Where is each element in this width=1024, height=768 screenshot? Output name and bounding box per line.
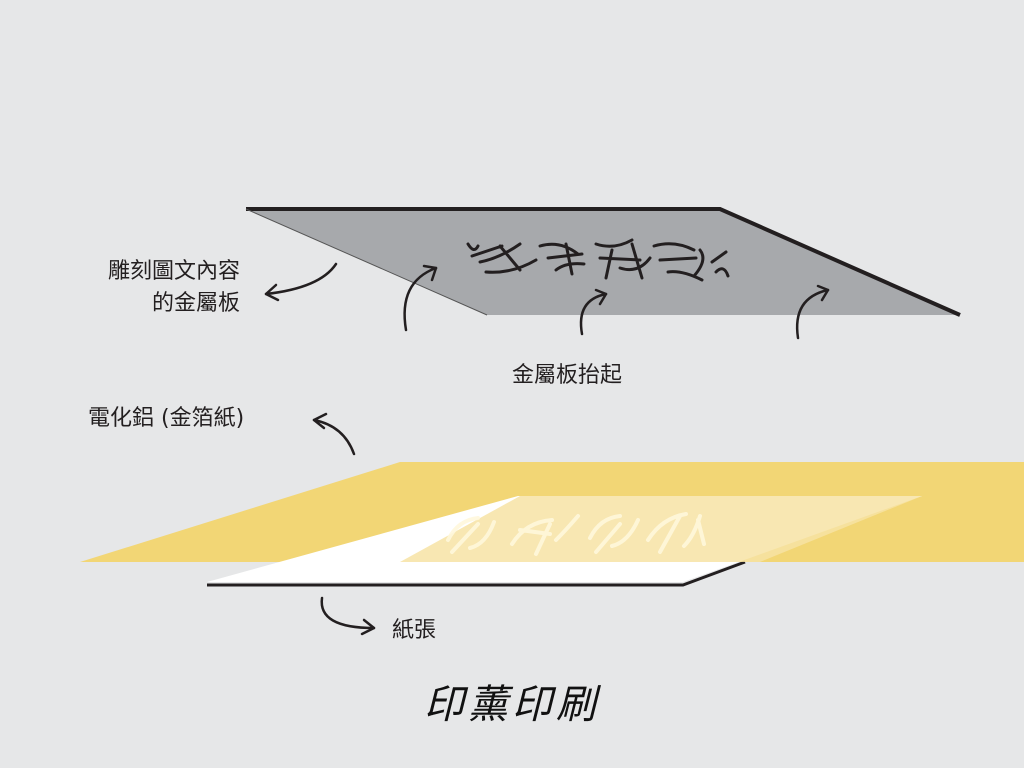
lift-arrow-right xyxy=(795,284,830,340)
plate-label-line1: 雕刻圖文內容 xyxy=(107,259,240,284)
stamped-text xyxy=(446,512,706,556)
plate-label: 雕刻圖文內容 的金屬板 xyxy=(72,256,240,320)
arrows xyxy=(264,262,830,636)
lift-label: 金屬板抬起 xyxy=(512,363,623,388)
diagram-title: 印薰印刷 xyxy=(424,682,600,728)
plate-label-line2: 的金屬板 xyxy=(151,291,240,316)
plate-pointer-arrow xyxy=(264,262,338,302)
paper-edge xyxy=(207,560,746,587)
foil-pointer-arrow xyxy=(312,412,356,456)
stamped-area xyxy=(400,496,922,562)
paper-sheet xyxy=(207,496,922,587)
plate-surface xyxy=(246,209,960,315)
foil-label: 電化鋁 (金箔紙) xyxy=(88,406,245,431)
plate-engraving xyxy=(466,238,730,282)
paper-pointer-arrow xyxy=(320,596,376,636)
plate-edge-top xyxy=(246,207,961,317)
paper-label: 紙張 xyxy=(392,618,437,643)
lift-arrow-left xyxy=(403,264,438,332)
metal-plate xyxy=(245,207,961,317)
lift-arrow-middle xyxy=(579,288,608,336)
plate-edge-left xyxy=(245,208,488,316)
